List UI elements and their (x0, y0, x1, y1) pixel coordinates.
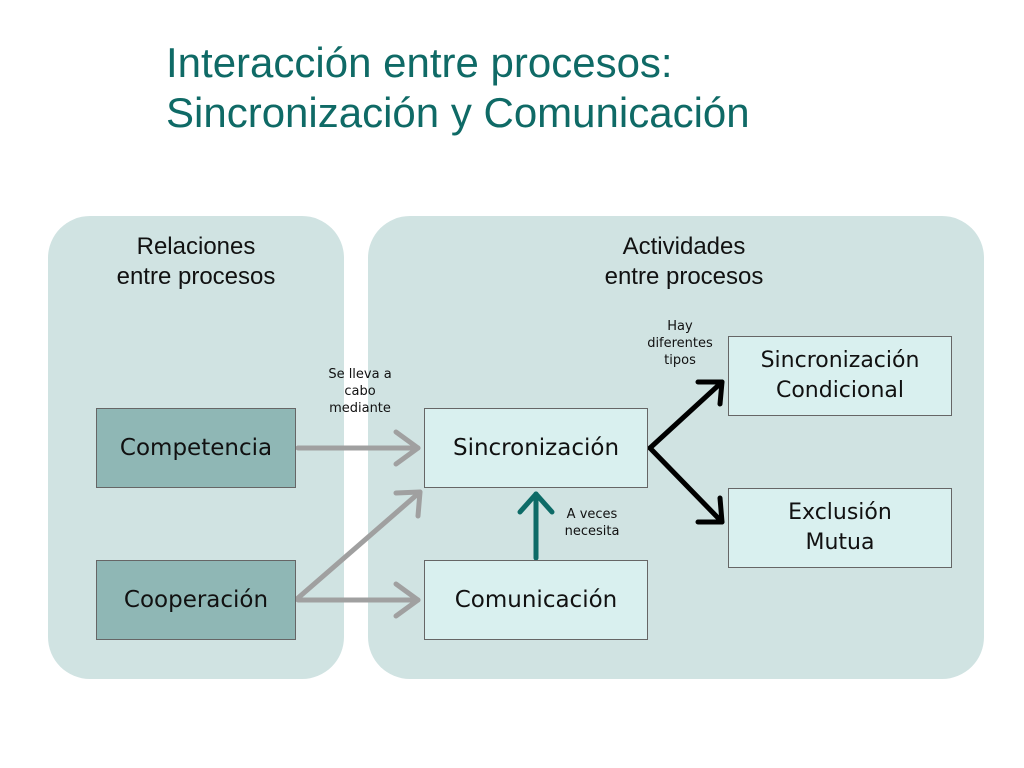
edge-label-lleva-line-2: cabo (344, 384, 376, 399)
activities-heading-line-1: Actividades (622, 233, 746, 260)
edge-label-hay-diferentes-tipos: Hay diferentes tipos (638, 318, 722, 369)
page-title: Interacción entre procesos: Sincronizaci… (166, 38, 750, 138)
edge-label-veces-line-2: necesita (564, 524, 620, 539)
edge-label-se-lleva-a-cabo: Se lleva a cabo mediante (316, 366, 404, 417)
title-line-1: Interacción entre procesos: (166, 39, 673, 86)
edge-label-lleva-line-1: Se lleva a (328, 367, 392, 382)
title-line-2: Sincronización y Comunicación (166, 89, 750, 136)
relations-heading: Relaciones entre procesos (48, 232, 344, 292)
relations-heading-line-1: Relaciones (136, 233, 256, 260)
edge-label-hay-line-2: diferentes (647, 336, 713, 351)
node-comunicacion: Comunicación (424, 560, 648, 640)
edge-label-hay-line-3: tipos (664, 353, 696, 368)
node-condicional-line-2: Condicional (775, 378, 905, 403)
edge-label-veces-line-1: A veces (566, 507, 618, 522)
node-sincronizacion-condicional: Sincronización Condicional (728, 336, 952, 416)
node-exclusion-mutua: Exclusión Mutua (728, 488, 952, 568)
edge-label-lleva-line-3: mediante (329, 401, 391, 416)
edge-label-a-veces-necesita: A veces necesita (552, 506, 632, 540)
activities-heading: Actividades entre procesos (368, 232, 1000, 292)
edge-label-hay-line-1: Hay (667, 319, 693, 334)
relations-heading-line-2: entre procesos (116, 263, 276, 290)
node-competencia-label: Competencia (119, 435, 273, 461)
node-sincronizacion: Sincronización (424, 408, 648, 488)
activities-heading-line-2: entre procesos (604, 263, 764, 290)
node-exclusion-line-1: Exclusión (788, 500, 892, 525)
node-cooperacion-label: Cooperación (123, 587, 269, 613)
node-cooperacion: Cooperación (96, 560, 296, 640)
node-competencia: Competencia (96, 408, 296, 488)
node-sincronizacion-label: Sincronización (452, 435, 620, 461)
node-condicional-line-1: Sincronización (760, 348, 920, 373)
node-comunicacion-label: Comunicación (454, 587, 618, 613)
node-exclusion-line-2: Mutua (805, 530, 875, 555)
